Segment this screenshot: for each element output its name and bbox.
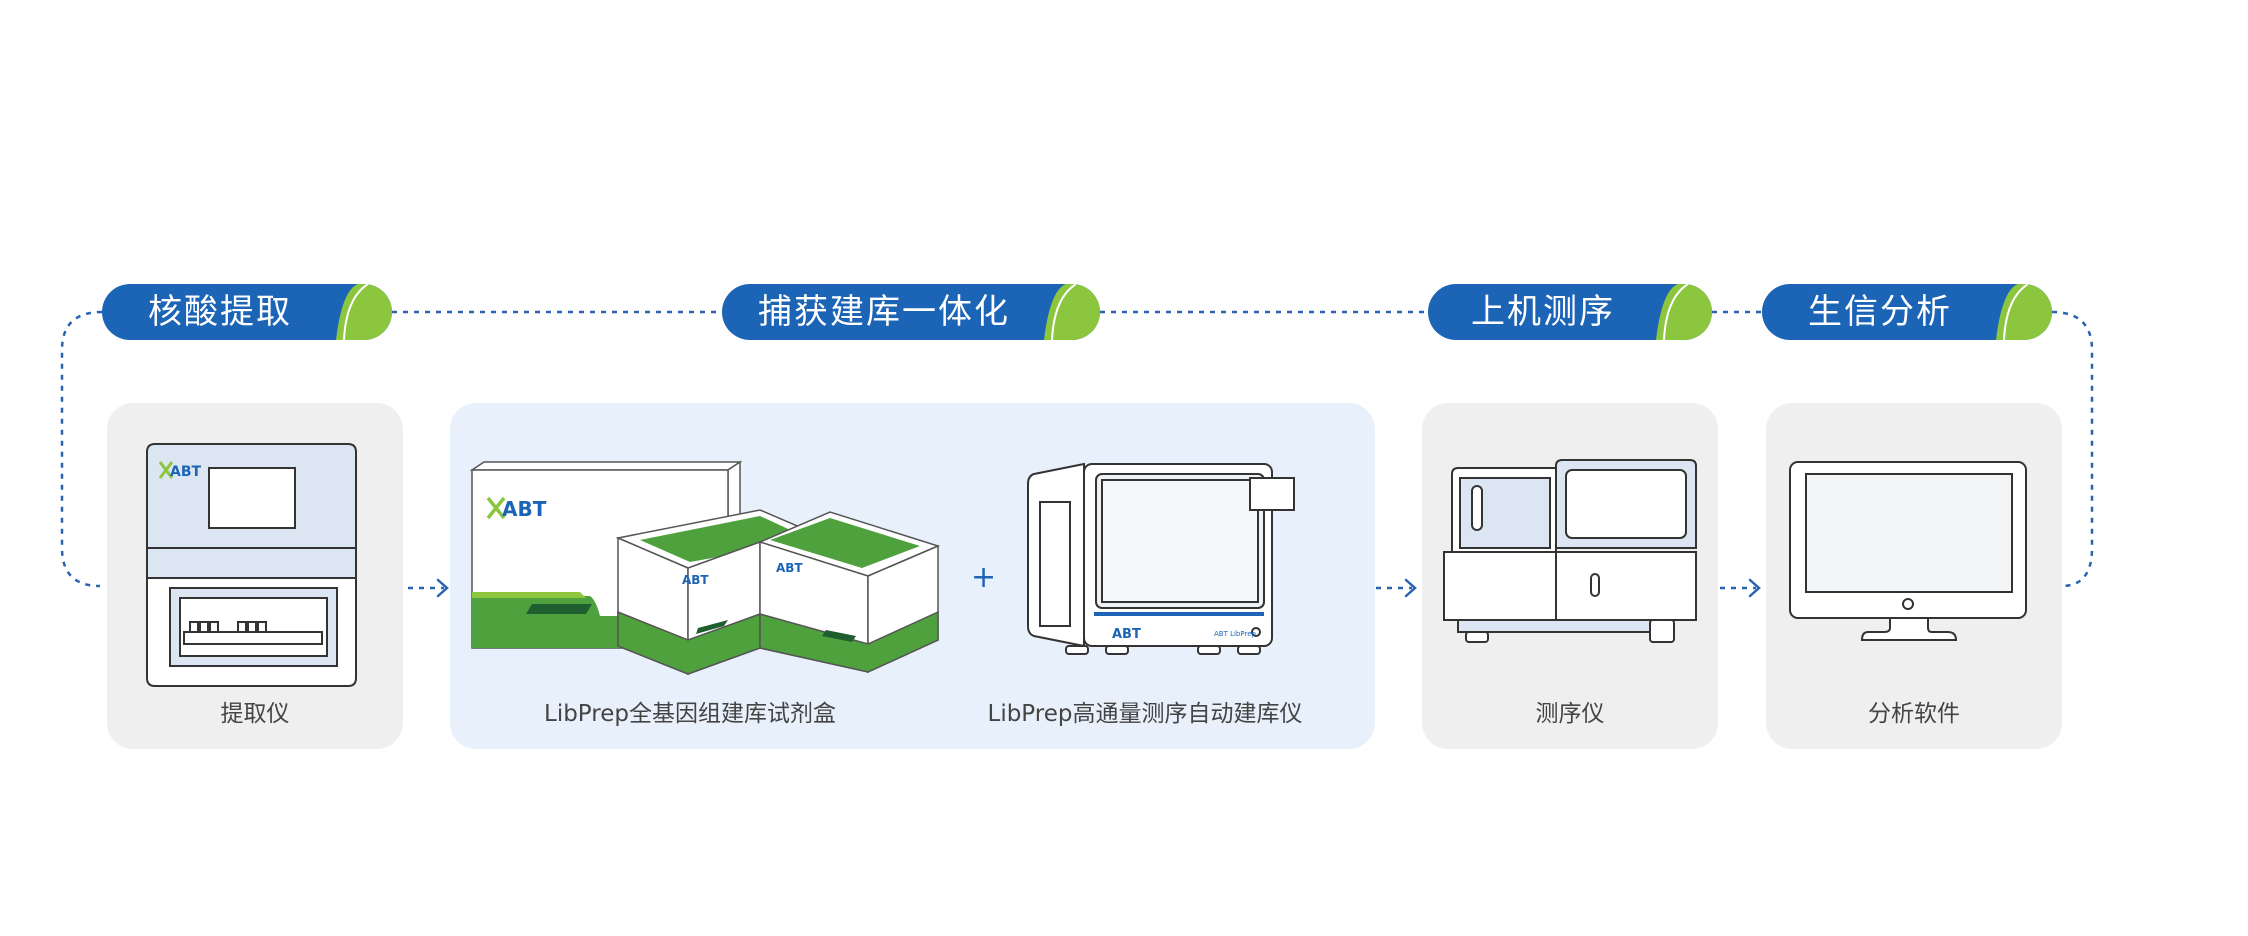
arrow-head-2 bbox=[1404, 578, 1417, 598]
caption-sequencer: 测序仪 bbox=[1535, 701, 1605, 727]
leaf-icon bbox=[336, 284, 392, 340]
arrow-head-3 bbox=[1748, 578, 1761, 598]
stage-pill-library-prep: 捕获建库一体化 bbox=[722, 284, 1100, 340]
leaf-icon bbox=[1044, 284, 1100, 340]
leaf-icon bbox=[1996, 284, 2052, 340]
model-label: ABT LibPrep bbox=[1214, 630, 1257, 638]
brand-logo-text: ABT bbox=[1112, 627, 1141, 642]
abt-logo-instrument: ABT ABT LibPrep bbox=[1112, 627, 1257, 642]
stage-pill-sequencing: 上机测序 bbox=[1428, 284, 1712, 340]
brand-logo-text: ABT bbox=[170, 464, 202, 480]
abt-logo-kit-small-1: ABT bbox=[682, 573, 709, 587]
stage-label: 核酸提取 bbox=[148, 292, 292, 332]
stage-pill-analysis: 生信分析 bbox=[1762, 284, 2052, 340]
stage-label: 捕获建库一体化 bbox=[758, 292, 1010, 332]
stage-label: 上机测序 bbox=[1471, 292, 1615, 332]
caption-kit: LibPrep全基因组建库试剂盒 bbox=[544, 701, 836, 727]
abt-logo-kit-large: ABT bbox=[486, 496, 547, 521]
stage-pill-extraction: 核酸提取 bbox=[102, 284, 392, 340]
caption-library-instrument: LibPrep高通量测序自动建库仪 bbox=[987, 701, 1303, 727]
caption-software: 分析软件 bbox=[1868, 701, 1960, 727]
abt-logo-small: ABT bbox=[158, 461, 202, 480]
arrow-head-1 bbox=[436, 578, 449, 598]
leaf-icon bbox=[1656, 284, 1712, 340]
brand-logo-text: ABT bbox=[682, 573, 709, 587]
plus-sign: + bbox=[971, 560, 997, 595]
brand-logo-text: ABT bbox=[776, 561, 803, 575]
stage-label: 生信分析 bbox=[1808, 292, 1952, 332]
caption-extractor: 提取仪 bbox=[220, 701, 290, 727]
connector-right-loop bbox=[2051, 310, 2094, 588]
abt-logo-kit-small-2: ABT bbox=[776, 561, 803, 575]
brand-logo-text: ABT bbox=[502, 497, 547, 521]
